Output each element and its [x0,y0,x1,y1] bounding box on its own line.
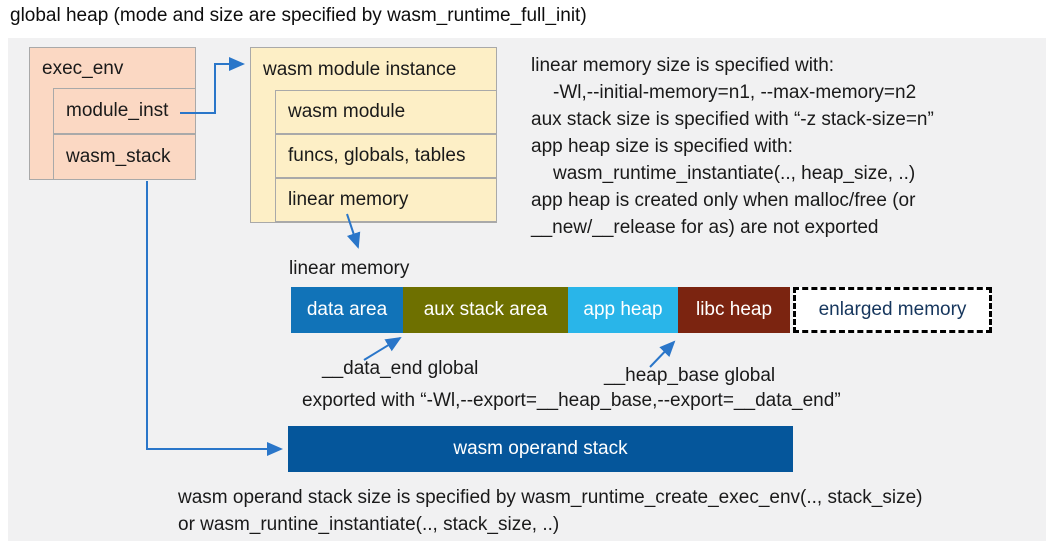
info-line: -Wl,--initial-memory=n1, --max-memory=n2 [553,82,917,103]
exported-with-label: exported with “-Wl,--export=__heap_base,… [302,390,841,411]
wasm-module-row: wasm module [275,90,497,134]
segment-data-area: data area [291,287,403,333]
info-line: app heap is created only when malloc/fre… [531,190,916,211]
heap-base-global-label: __heap_base global [604,365,776,386]
segment-app-heap: app heap [568,287,678,333]
wasm-operand-stack-bar: wasm operand stack [288,426,793,472]
exec-env-header: exec_env [42,57,124,79]
module-instance-header: wasm module instance [263,58,457,80]
bottom-note: wasm operand stack size is specified by … [178,484,923,538]
diagram-title: global heap (mode and size are specified… [10,5,587,26]
segment-libc-heap: libc heap [678,287,790,333]
segment-enlarged-memory: enlarged memory [793,287,992,333]
wasm-stack-row: wasm_stack [53,134,196,180]
module-inst-row: module_inst [53,88,196,134]
info-text-block: linear memory size is specified with: -W… [531,52,1051,241]
info-line: wasm_runtime_instantiate(.., heap_size, … [553,163,916,184]
info-line: app heap size is specified with: [531,136,793,157]
funcs-globals-tables-row: funcs, globals, tables [275,134,497,178]
segment-aux-stack-area: aux stack area [403,287,568,333]
info-line: aux stack size is specified with “-z sta… [531,109,934,130]
bottom-note-line-2: or wasm_runtine_instantiate(.., stack_si… [178,514,560,535]
linear-memory-label: linear memory [289,258,410,279]
info-line: __new/__release for as) are not exported [531,217,879,238]
linear-memory-row: linear memory [275,178,497,222]
info-line: linear memory size is specified with: [531,55,835,76]
bottom-note-line-1: wasm operand stack size is specified by … [178,487,923,508]
data-end-global-label: __data_end global [322,358,479,379]
